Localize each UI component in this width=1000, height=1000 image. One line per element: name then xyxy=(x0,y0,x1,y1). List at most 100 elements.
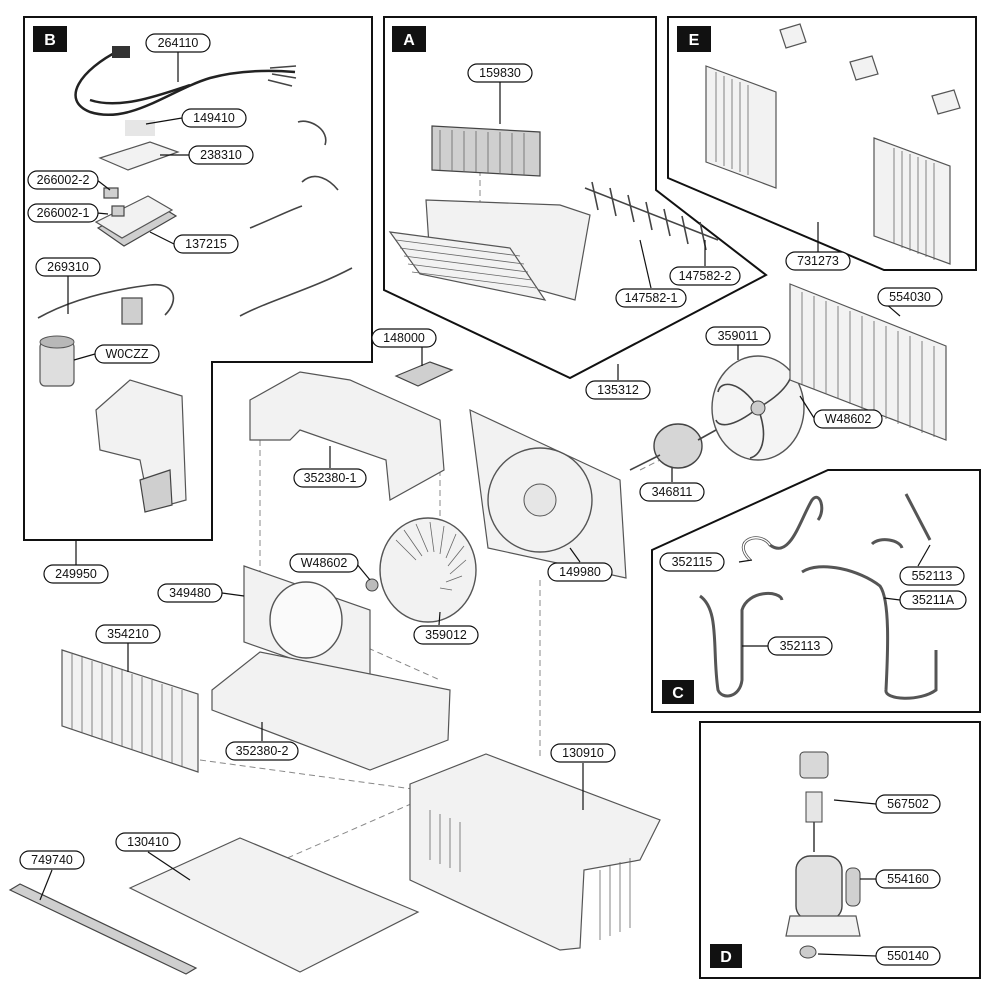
svg-text:352113: 352113 xyxy=(780,639,821,653)
callout-352380-2[interactable]: 352380-2 xyxy=(225,741,299,761)
angle-brackets-graphic xyxy=(779,23,961,115)
evaporator-coil-graphic xyxy=(61,649,199,773)
callout-731273[interactable]: 731273 xyxy=(785,251,851,271)
callout-346811[interactable]: 346811 xyxy=(639,482,705,502)
callout-352380-1[interactable]: 352380-1 xyxy=(293,468,367,488)
svg-text:266002-1: 266002-1 xyxy=(37,206,90,220)
power-cord-graphic xyxy=(74,46,297,117)
svg-text:147582-1: 147582-1 xyxy=(625,291,678,305)
section-e-letter: E xyxy=(689,32,700,49)
svg-text:149980: 149980 xyxy=(559,565,601,579)
callout-147582-2[interactable]: 147582-2 xyxy=(669,266,741,286)
svg-text:W48602: W48602 xyxy=(301,556,348,570)
valve-coil-graphic xyxy=(799,751,829,779)
callout-149410[interactable]: 149410 xyxy=(181,108,247,128)
orifice-panel-graphic xyxy=(243,565,371,687)
plug-graphic xyxy=(112,46,130,58)
callout-238310[interactable]: 238310 xyxy=(188,145,254,165)
callout-159830[interactable]: 159830 xyxy=(467,63,533,83)
svg-text:135312: 135312 xyxy=(597,383,639,397)
compressor-graphic xyxy=(785,751,861,959)
callout-349480[interactable]: 349480 xyxy=(157,583,223,603)
blower-wheel-graphic xyxy=(365,517,477,623)
control-bracket-graphic xyxy=(95,379,187,513)
callout-352115[interactable]: 352115 xyxy=(659,552,725,572)
svg-text:552113: 552113 xyxy=(912,569,953,583)
svg-text:352115: 352115 xyxy=(672,555,713,569)
callout-554160[interactable]: 554160 xyxy=(875,869,941,889)
svg-text:159830: 159830 xyxy=(479,66,521,80)
section-c-letter: C xyxy=(672,685,684,702)
relay-b-graphic xyxy=(111,205,125,217)
callout-264110[interactable]: 264110 xyxy=(145,33,211,53)
callout-554030[interactable]: 554030 xyxy=(877,287,943,307)
capacitor-graphic xyxy=(39,335,75,387)
callout-149980[interactable]: 149980 xyxy=(547,562,613,582)
svg-text:349480: 349480 xyxy=(169,586,211,600)
svg-text:35211A: 35211A xyxy=(912,593,955,607)
wire-harnesses-graphic xyxy=(239,120,353,317)
svg-text:352380-1: 352380-1 xyxy=(304,471,357,485)
callout-266002-1[interactable]: 266002-1 xyxy=(27,203,99,223)
svg-text:749740: 749740 xyxy=(31,853,73,867)
svg-text:W0CZZ: W0CZZ xyxy=(105,347,148,361)
side-curtain-left-graphic xyxy=(705,65,777,189)
svg-text:554160: 554160 xyxy=(887,872,929,886)
base-drain-pan-graphic xyxy=(211,651,451,771)
callout-749740[interactable]: 749740 xyxy=(19,850,85,870)
base-pan-graphic xyxy=(128,837,420,973)
callout-35211a[interactable]: 35211A xyxy=(899,590,967,610)
svg-text:359011: 359011 xyxy=(718,329,759,343)
callout-550140[interactable]: 550140 xyxy=(875,946,941,966)
section-b-frame: B xyxy=(23,16,373,541)
section-b-badge xyxy=(33,26,67,52)
callout-567502[interactable]: 567502 xyxy=(875,794,941,814)
grommet-graphic xyxy=(799,945,817,959)
callout-w0czz[interactable]: W0CZZ xyxy=(94,344,160,364)
refrigerant-tubes-graphic xyxy=(699,493,938,700)
callout-130910[interactable]: 130910 xyxy=(550,743,616,763)
section-d-letter: D xyxy=(720,949,732,966)
condenser-fan-graphic xyxy=(711,355,805,461)
section-a-letter: A xyxy=(403,32,415,49)
section-c-frame: C xyxy=(651,469,981,713)
callout-249950[interactable]: 249950 xyxy=(43,564,109,584)
relay-a-graphic xyxy=(103,187,119,199)
side-curtain-right-graphic xyxy=(873,137,951,265)
callout-352113[interactable]: 352113 xyxy=(767,636,833,656)
callout-135312[interactable]: 135312 xyxy=(585,380,651,400)
callout-148000[interactable]: 148000 xyxy=(371,328,437,348)
mounting-bracket-graphic xyxy=(394,361,454,387)
svg-text:554030: 554030 xyxy=(889,290,931,304)
svg-text:346811: 346811 xyxy=(652,485,693,499)
blower-housing-graphic xyxy=(249,371,445,501)
section-d-badge xyxy=(710,944,742,968)
svg-text:147582-2: 147582-2 xyxy=(679,269,732,283)
svg-text:130410: 130410 xyxy=(127,835,169,849)
svg-text:130910: 130910 xyxy=(562,746,604,760)
callout-359012[interactable]: 359012 xyxy=(413,625,479,645)
svg-text:359012: 359012 xyxy=(425,628,467,642)
callout-266002-2[interactable]: 266002-2 xyxy=(27,170,99,190)
svg-text:354210: 354210 xyxy=(107,627,149,641)
svg-text:249950: 249950 xyxy=(55,567,97,581)
section-a-frame: A xyxy=(383,16,768,380)
section-d-frame: D xyxy=(699,721,981,979)
callout-269310[interactable]: 269310 xyxy=(35,257,101,277)
section-e-badge xyxy=(677,26,711,52)
callout-147582-1[interactable]: 147582-1 xyxy=(615,288,687,308)
switch-graphic xyxy=(121,297,143,325)
callout-359011[interactable]: 359011 xyxy=(705,326,771,346)
svg-text:264110: 264110 xyxy=(158,36,199,50)
callout-552113[interactable]: 552113 xyxy=(899,566,965,586)
callout-w48602-blower[interactable]: W48602 xyxy=(289,553,359,573)
callout-w48602-condenser[interactable]: W48602 xyxy=(813,409,883,429)
callout-354210[interactable]: 354210 xyxy=(95,624,161,644)
callout-137215[interactable]: 137215 xyxy=(173,234,239,254)
svg-text:137215: 137215 xyxy=(185,237,227,251)
front-grille-graphic xyxy=(388,199,591,301)
callout-130410[interactable]: 130410 xyxy=(115,832,181,852)
svg-text:567502: 567502 xyxy=(887,797,929,811)
